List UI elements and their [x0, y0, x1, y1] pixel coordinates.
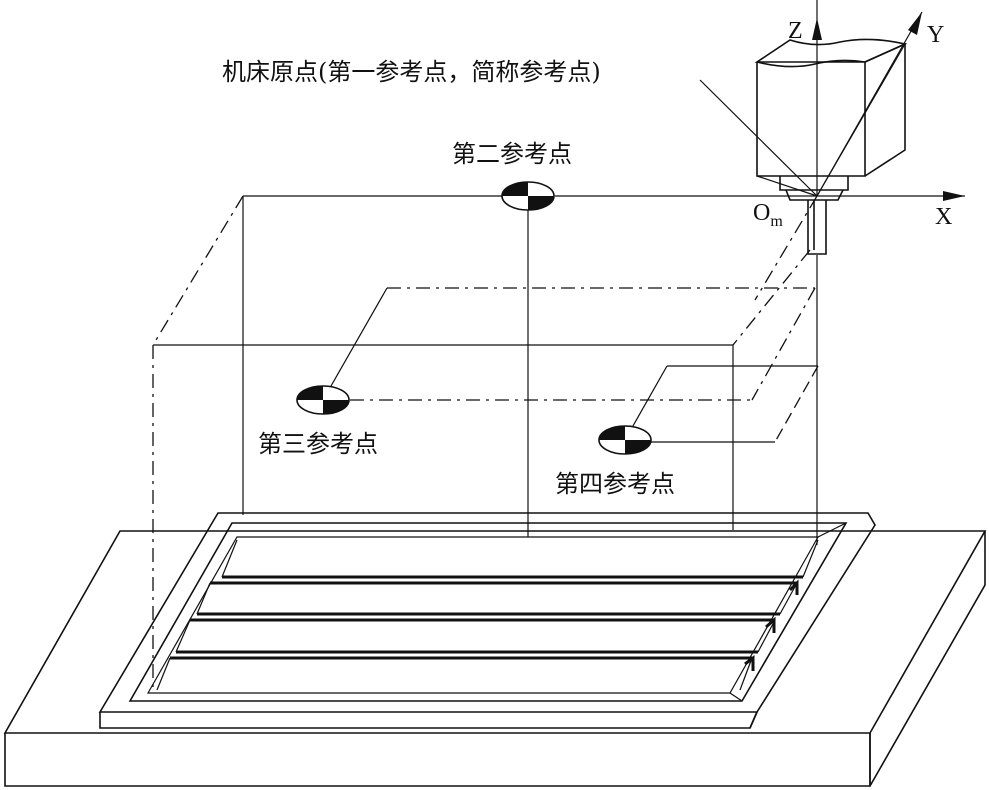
z-axis-label: Z: [788, 18, 803, 44]
ref4-plane: [624, 365, 819, 443]
ref3-label: 第三参考点: [258, 430, 378, 458]
spindle-head: [754, 38, 908, 255]
machine-origin-label: 机床原点(第一参考点，简称参考点): [222, 58, 601, 86]
ref2-symbol: [501, 181, 555, 211]
ref3-symbol: [296, 385, 350, 415]
origin-om-subscript: m: [770, 213, 783, 230]
ref4-label: 第四参考点: [555, 470, 675, 498]
ref4-symbol: [598, 425, 652, 455]
axes: [699, 0, 965, 301]
worktable: [98, 512, 876, 729]
machine-base: [3, 530, 987, 787]
x-axis-label: X: [935, 204, 952, 230]
work-envelope: [152, 195, 818, 690]
ref2-label: 第二参考点: [452, 140, 572, 168]
ref3-plane: [322, 287, 816, 401]
origin-om-main: O: [753, 200, 770, 226]
y-axis-label: Y: [927, 22, 944, 48]
origin-om-label: Om: [753, 200, 783, 230]
